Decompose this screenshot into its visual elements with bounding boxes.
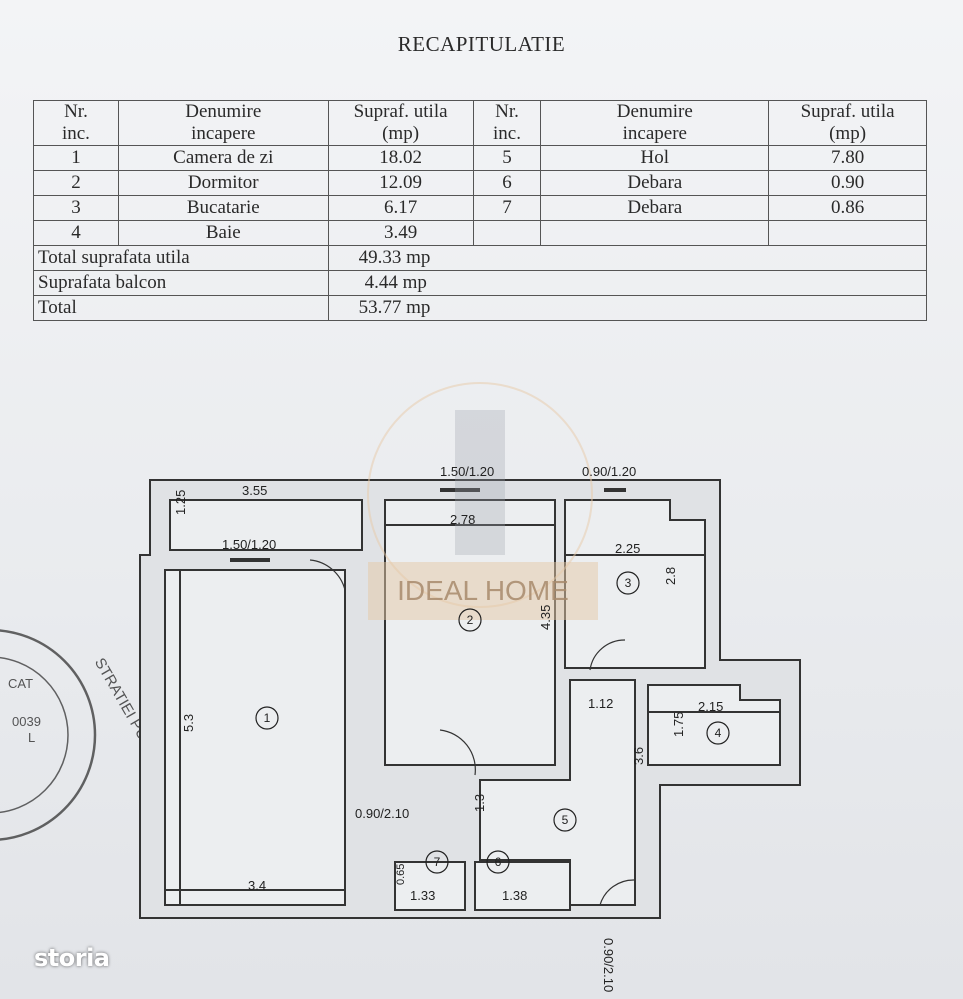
document-title: RECAPITULATIE [397,32,566,56]
svg-text:2: 2 [467,613,474,627]
cell-nr [472,220,542,246]
table-row: 1 Camera de zi 18.02 5 Hol 7.80 [33,145,927,171]
svg-text:0.90/1.20: 0.90/1.20 [582,464,636,479]
cell-area: 12.09 [327,170,474,196]
cell-nr: 1 [33,145,119,171]
svg-text:1.38: 1.38 [502,888,527,903]
svg-text:3.4: 3.4 [248,878,266,893]
total-row: Total suprafata utila 49.33 mp [33,245,928,271]
cell-name: Dormitor [117,170,329,196]
cell-area: 6.17 [327,195,474,221]
svg-text:5: 5 [562,813,569,827]
cell-area [768,220,927,246]
svg-text:1.33: 1.33 [410,888,435,903]
svg-text:6: 6 [495,855,502,869]
svg-text:1.12: 1.12 [588,696,613,711]
table-row: 4 Baie 3.49 [33,220,927,246]
svg-text:CAT: CAT [8,676,33,691]
svg-text:1.25: 1.25 [173,490,188,515]
cell-nr: 5 [472,145,542,171]
svg-text:2.25: 2.25 [615,541,640,556]
svg-text:0.90/2.10: 0.90/2.10 [355,806,409,821]
total-label: Suprafata balcon [33,270,329,296]
svg-text:0.65: 0.65 [395,864,407,885]
header-area: Supraf. utila(mp) [327,100,474,146]
watermark-text: IDEAL HOME [397,575,569,606]
total-row: Total 53.77 mp [33,295,928,321]
svg-text:0.90/2.10: 0.90/2.10 [601,938,616,992]
svg-text:3.6: 3.6 [631,747,646,765]
total-label: Total [33,295,329,321]
total-value: 49.33 mp [327,245,928,271]
svg-text:4: 4 [715,726,722,740]
svg-text:1.3: 1.3 [472,794,487,812]
svg-text:1.50/1.20: 1.50/1.20 [440,464,494,479]
svg-text:2.78: 2.78 [450,512,475,527]
total-label: Total suprafata utila [33,245,329,271]
svg-text:1.50/1.20: 1.50/1.20 [222,537,276,552]
cell-area: 0.86 [768,195,927,221]
table-row: 2 Dormitor 12.09 6 Debara 0.90 [33,170,927,196]
dimension-labels: 3.55 1.25 1.50/1.20 1.50/1.20 0.90/1.20 … [173,464,723,992]
svg-text:2.8: 2.8 [663,567,678,585]
room-numbers: 1 2 3 4 5 6 7 [264,576,722,869]
storia-logo: storia [34,944,110,972]
watermark-logo: IDEAL HOME [367,382,598,620]
cell-name: Debara [540,170,770,196]
cell-name: Camera de zi [117,145,329,171]
svg-text:5.3: 5.3 [181,714,196,732]
cell-name: Hol [540,145,770,171]
room-markers [255,571,730,874]
cell-area: 18.02 [327,145,474,171]
svg-text:2.15: 2.15 [698,699,723,714]
total-value: 4.44 mp [327,270,928,296]
header-area: Supraf. utila(mp) [768,100,927,146]
svg-text:4.35: 4.35 [538,605,553,630]
svg-text:L: L [28,730,35,745]
total-value: 53.77 mp [327,295,928,321]
cell-nr: 2 [33,170,119,196]
svg-text:3: 3 [625,576,632,590]
svg-text:1.75: 1.75 [671,712,686,737]
svg-text:7: 7 [434,855,441,869]
header-nr: Nr.inc. [33,100,119,146]
svg-text:0039: 0039 [12,714,41,729]
svg-text:3.55: 3.55 [242,483,267,498]
total-row: Suprafata balcon 4.44 mp [33,270,928,296]
svg-text:1: 1 [264,711,271,725]
cell-name: Bucatarie [117,195,329,221]
header-nr: Nr.inc. [472,100,542,146]
cell-nr: 7 [472,195,542,221]
cell-name: Baie [117,220,329,246]
cell-area: 7.80 [768,145,927,171]
